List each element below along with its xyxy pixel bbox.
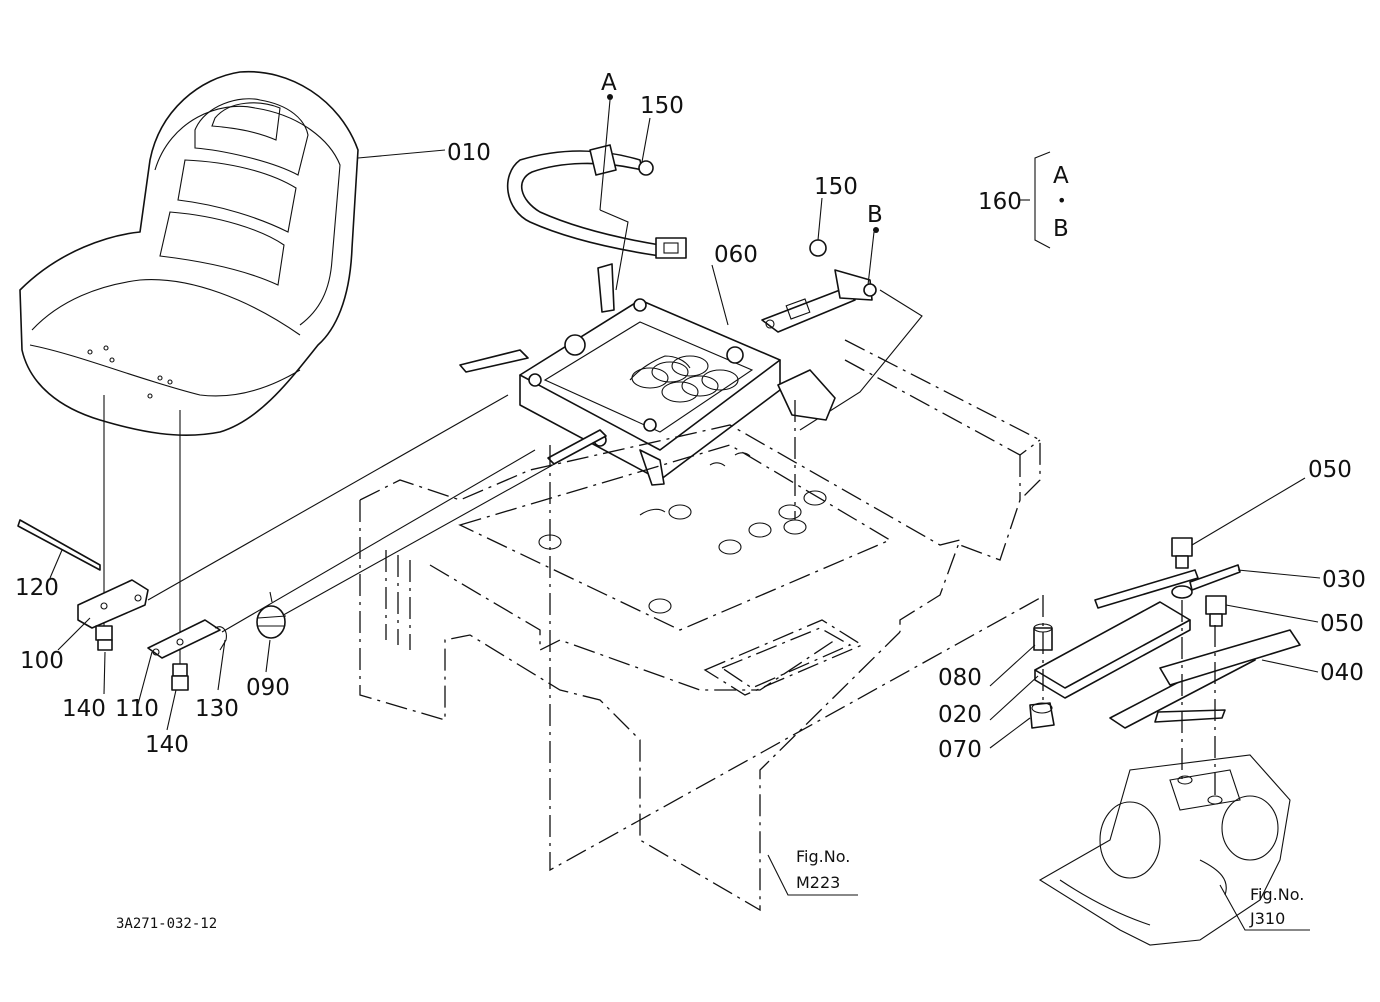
- label-140-right: 140: [145, 732, 189, 758]
- seat-belt-a: [506, 144, 687, 259]
- plate-030: [1189, 564, 1241, 591]
- bolt-140a: [95, 625, 113, 651]
- bolt-140b: [171, 663, 189, 691]
- figure-references: Fig.No. M223 Fig.No. J310: [796, 847, 1304, 928]
- legend-dot: •: [1057, 191, 1066, 210]
- bolts-050: [1171, 537, 1227, 627]
- label-100: 100: [20, 648, 64, 674]
- pin-120: [17, 519, 101, 571]
- knob-090: [256, 591, 287, 639]
- nut-070: [1029, 702, 1055, 729]
- label-050-lower: 050: [1320, 611, 1364, 637]
- label-080: 080: [938, 665, 982, 691]
- label-ref-b: B: [867, 202, 883, 228]
- label-040: 040: [1320, 660, 1364, 686]
- slide-rail-020: [1034, 569, 1199, 699]
- label-150-top: 150: [640, 93, 684, 119]
- part-labels: 010 020 030 040 050 050 060 070 080 090 …: [15, 70, 1366, 763]
- label-010: 010: [447, 140, 491, 166]
- label-020: 020: [938, 702, 982, 728]
- figref-m223-title: Fig.No.: [796, 847, 850, 866]
- label-060: 060: [714, 242, 758, 268]
- label-120: 120: [15, 575, 59, 601]
- ref-a-dot: [607, 94, 613, 100]
- bracket-110: [147, 619, 221, 659]
- figref-j310-title: Fig.No.: [1250, 885, 1304, 904]
- seat-010: [19, 70, 359, 436]
- label-050-top: 050: [1308, 457, 1352, 483]
- leader-lines: [49, 117, 1321, 931]
- label-070: 070: [938, 737, 982, 763]
- label-110: 110: [115, 696, 159, 722]
- label-150-right: 150: [814, 174, 858, 200]
- label-090: 090: [246, 675, 290, 701]
- clip-130: [214, 626, 227, 651]
- springs: [629, 355, 739, 403]
- seat-belt-b: [761, 239, 877, 333]
- ref-b-dot: [873, 227, 879, 233]
- label-140-left: 140: [62, 696, 106, 722]
- seat-suspension-060: [459, 263, 836, 486]
- legend-a: A: [1053, 163, 1069, 189]
- seat-platform: [359, 339, 1041, 912]
- label-160: 160: [978, 189, 1022, 215]
- label-ref-a: A: [601, 70, 617, 96]
- bracket-100: [77, 579, 149, 629]
- figref-j310-number: J310: [1249, 909, 1285, 928]
- figref-m223-number: M223: [796, 873, 840, 892]
- drawing-code: 3A271-032-12: [116, 916, 217, 932]
- label-130: 130: [195, 696, 239, 722]
- transmission-housing: [1038, 754, 1291, 946]
- label-030: 030: [1322, 567, 1366, 593]
- legend-b: B: [1053, 216, 1069, 242]
